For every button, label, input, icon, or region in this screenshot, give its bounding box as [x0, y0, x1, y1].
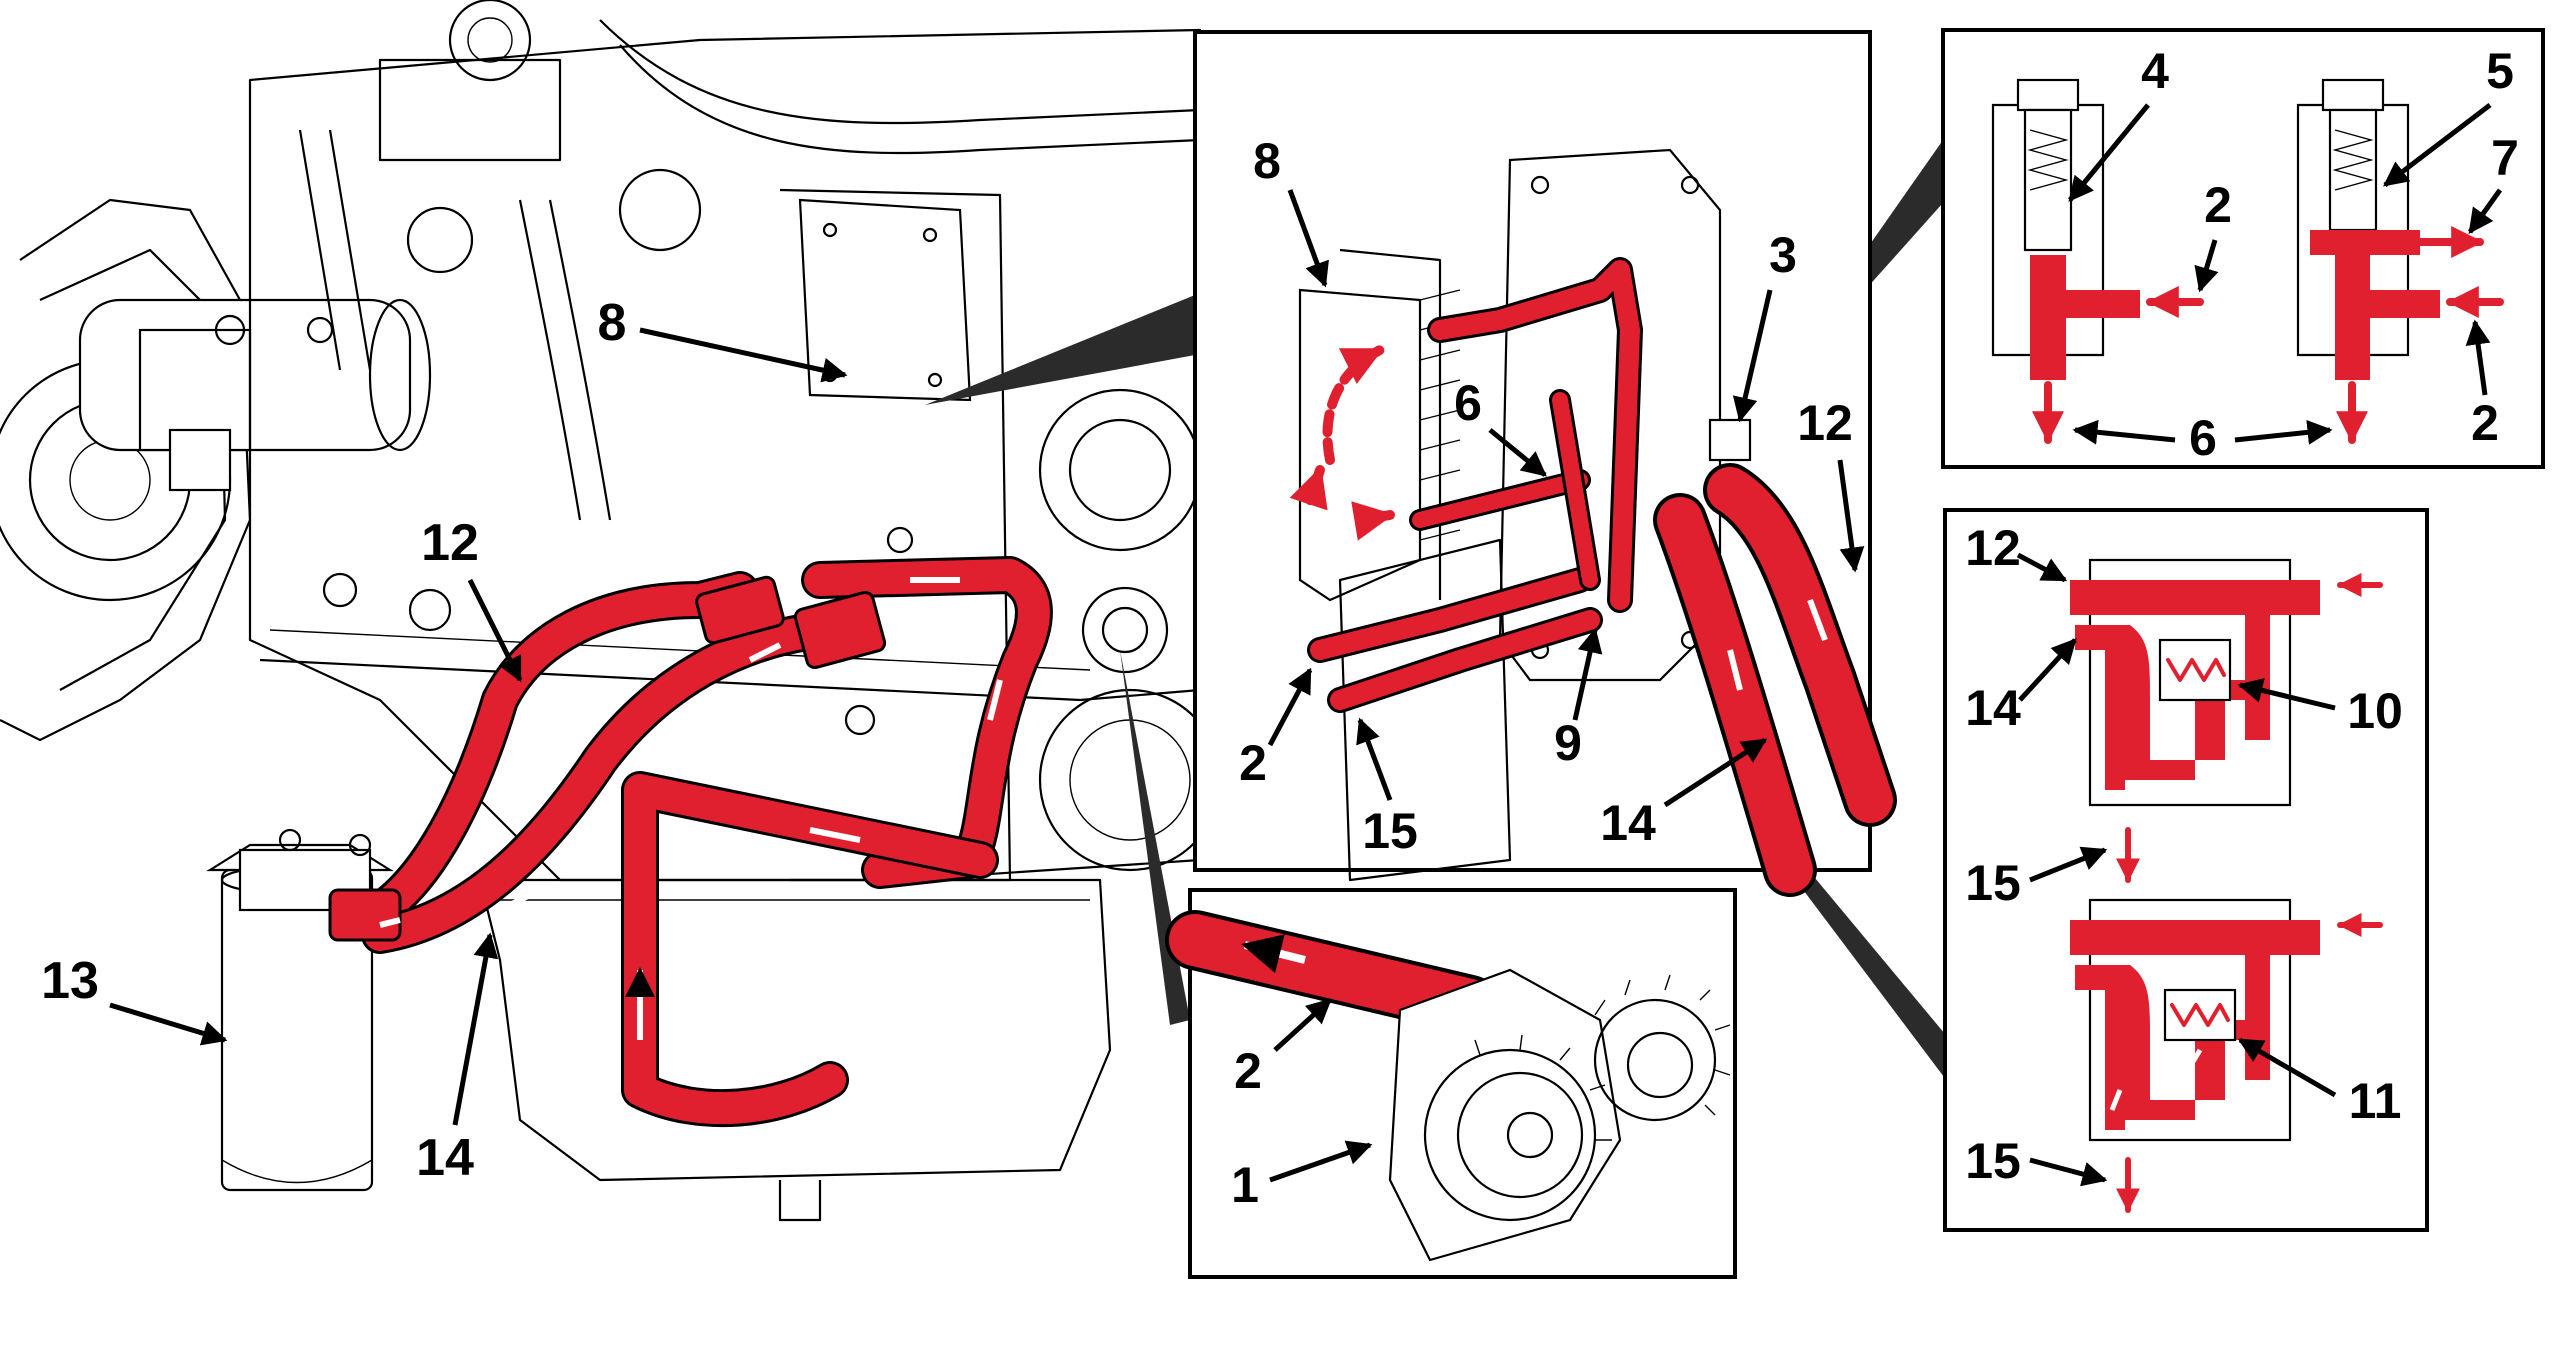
- callout-15-bypass-a: 15: [1965, 855, 2021, 911]
- wedge-pump: [1120, 650, 1190, 1025]
- cooler-inset: 8 6 3 12 2 15 9 14: [1193, 30, 1897, 897]
- main-oil-lines: [328, 556, 1053, 1128]
- callout-15-cooler: 15: [1362, 803, 1418, 859]
- pump-inset: 2 1: [1165, 888, 1737, 1279]
- spring-icon: [2166, 658, 2226, 682]
- wedge-cooler: [925, 295, 1195, 405]
- main-callouts: 8 12 13 14: [41, 294, 848, 1187]
- callout-8-cooler: 8: [1253, 133, 1281, 189]
- callout-6-valve: 6: [2189, 410, 2217, 466]
- callout-2-valve-b: 2: [2471, 395, 2499, 451]
- callout-3: 3: [1769, 227, 1797, 283]
- valve-inset: 4 5 2 7 2 6: [1941, 28, 2545, 469]
- callout-12-main: 12: [421, 514, 479, 572]
- callout-14-cooler: 14: [1600, 795, 1656, 851]
- callout-15-bypass-b: 15: [1965, 1133, 2021, 1189]
- callout-14-main: 14: [416, 1129, 474, 1187]
- callout-10: 10: [2347, 683, 2403, 739]
- callout-6-cooler: 6: [1454, 375, 1482, 431]
- callout-1: 1: [1231, 1157, 1259, 1213]
- callout-2-valve-a: 2: [2204, 177, 2232, 233]
- callout-13: 13: [41, 952, 99, 1010]
- callout-4: 4: [2141, 43, 2169, 99]
- callout-9: 9: [1554, 715, 1582, 771]
- callout-11: 11: [2349, 1073, 2402, 1129]
- callout-12-cooler: 12: [1797, 395, 1853, 451]
- callout-5: 5: [2486, 43, 2514, 99]
- callout-12-bypass: 12: [1965, 520, 2021, 576]
- callout-2-pump: 2: [1234, 1043, 1262, 1099]
- bypass-inset: 12 14 10 15 11 15: [1943, 508, 2429, 1232]
- callout-14-bypass: 14: [1965, 680, 2021, 736]
- oil-filter: [206, 828, 394, 1192]
- callout-7: 7: [2491, 130, 2519, 186]
- callout-8-main: 8: [598, 294, 627, 352]
- callout-2-cooler: 2: [1239, 735, 1267, 791]
